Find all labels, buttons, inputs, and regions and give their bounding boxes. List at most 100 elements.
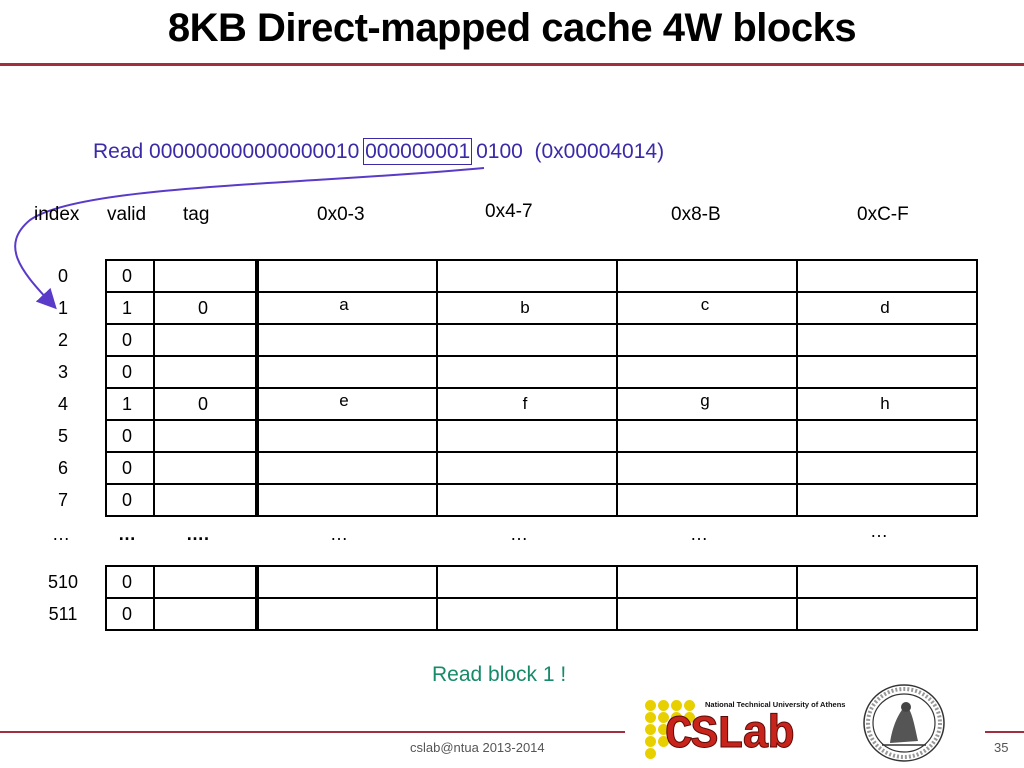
grid-vline [976,565,978,631]
grid-vline [436,259,438,517]
grid-hline [105,291,976,293]
university-seal-icon [863,684,945,762]
grid-hline [105,419,976,421]
logo-university: National Technical University of Athens [705,700,846,709]
grid-hline [105,515,976,517]
row-index: 511 [48,604,78,624]
header-index: index [34,204,80,225]
ellipsis-w0: … [330,524,348,544]
ellipsis-w2: … [690,524,708,544]
grid-vline [153,565,155,631]
row-index: 7 [57,490,68,510]
ellipsis-valid: … [118,524,136,544]
grid-vline [976,259,978,517]
header-col1: 0x4-7 [485,201,533,222]
row-index: 5 [57,426,68,446]
logo-dot [645,712,656,723]
header-tag: tag [183,204,210,225]
grid-vline [255,259,259,517]
header-valid: valid [107,204,147,225]
logo-dot [684,700,695,711]
grid-hline [105,323,976,325]
logo-dot [645,736,656,747]
logo-wordmark: CSLab [664,709,795,761]
grid-hline [105,597,976,599]
grid-vline [796,259,798,517]
slide-title: 8KB Direct-mapped cache 4W blocks [167,6,857,50]
logo-dot [671,700,682,711]
row-word-3: d [880,298,890,317]
row-word-1: b [520,298,530,317]
grid-vline [436,565,438,631]
row-index: 6 [57,458,68,478]
ellipsis-tag: …. [186,524,210,544]
grid-vline [105,259,107,517]
ellipsis-w1: … [510,524,528,544]
row-index: 4 [57,394,68,414]
row-valid: 0 [121,458,132,478]
row-word-3: h [880,394,890,413]
row-valid: 0 [121,330,132,350]
grid-hline [105,483,976,485]
logo-dot [684,712,695,723]
footer-divider-right [985,731,1024,733]
grid-hline [105,355,976,357]
row-index: 3 [57,362,68,382]
row-index: 1 [57,298,68,318]
grid-vline [153,259,155,517]
ellipsis-w3: … [870,521,888,541]
logo-dot [671,712,682,723]
grid-hline [105,565,976,567]
footer-text: cslab@ntua 2013-2014 [410,740,545,755]
row-valid: 0 [121,490,132,510]
row-word-1: f [522,394,528,413]
row-index: 510 [47,572,79,592]
row-valid: 1 [121,394,132,414]
read-block-note: Read block 1 ! [432,663,567,686]
page-number: 35 [994,740,1009,755]
logo-dot [645,748,656,759]
grid-hline [105,387,976,389]
row-valid: 0 [121,604,132,624]
grid-hline [105,259,976,261]
grid-vline [796,565,798,631]
grid-vline [616,259,618,517]
logo-dot [658,712,669,723]
row-word-2: g [700,391,710,410]
grid-hline [105,629,976,631]
row-tag: 0 [197,394,208,414]
row-valid: 1 [121,298,132,318]
address-prefix: Read [93,140,150,163]
logo-dot [645,700,656,711]
row-valid: 0 [121,266,132,286]
header-col0: 0x0-3 [317,204,365,225]
row-word-2: c [700,295,710,314]
ellipsis-index: … [52,524,70,544]
grid-vline [105,565,107,631]
row-word-0: e [339,391,349,410]
row-valid: 0 [121,572,132,592]
title-divider [0,63,1024,66]
header-col2: 0x8-B [671,204,721,225]
row-valid: 0 [121,426,132,446]
grid-vline [255,565,259,631]
logo-dot [645,724,656,735]
address-offset-bits: 0100 [470,140,523,163]
row-tag: 0 [197,298,208,318]
header-col3: 0xC-F [857,204,909,225]
row-index: 2 [57,330,68,350]
grid-vline [616,565,618,631]
address-index-bits: 000000001 [363,138,473,165]
logo-dot [658,724,669,735]
grid-hline [105,451,976,453]
row-index: 0 [57,266,68,286]
row-valid: 0 [121,362,132,382]
address-hex: (0x00004014) [522,140,665,163]
logo-dot [658,736,669,747]
logo-dot [658,700,669,711]
address-line: Read 000000000000000010 000000001 0100 (… [93,138,665,165]
address-tag-bits: 000000000000000010 [149,140,360,163]
footer-divider [0,731,625,733]
row-word-0: a [339,295,349,314]
